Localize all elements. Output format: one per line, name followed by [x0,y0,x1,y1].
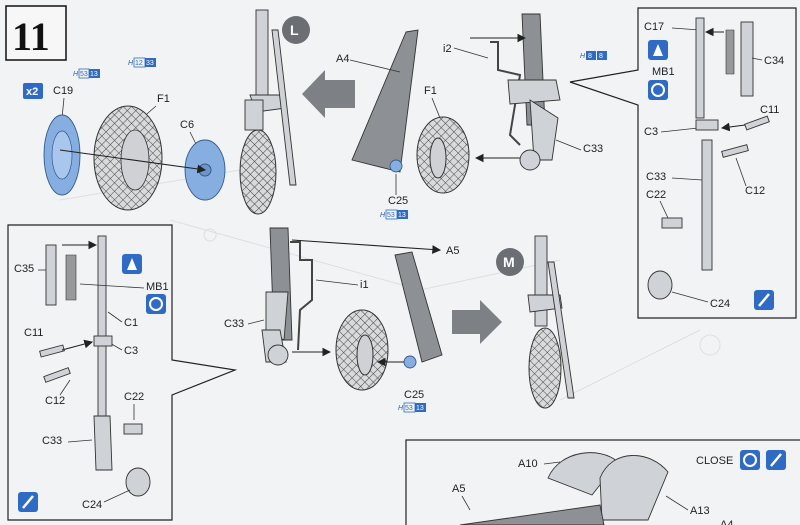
label-a4: A4 [336,53,349,65]
paint-code: 12 [135,60,143,67]
paint-ref-c25-mid: H 53 13 [398,402,426,413]
label-f1-center: F1 [424,85,437,97]
label-c33-mid: C33 [224,318,244,330]
spring-c34 [725,29,735,75]
label-c33-right: C33 [646,171,666,183]
label-c33-left: C33 [42,435,62,447]
paint-brush-icon [754,290,774,310]
direction-arrow-right [452,300,502,344]
paint-code: 13 [416,405,424,412]
direction-arrow-left [302,70,355,118]
label-a5-close: A5 [452,483,465,495]
step-number-box: 11 [5,5,67,61]
paint-code: 53 [387,212,395,219]
label-c19: C19 [53,85,73,97]
paint-code: 53 [405,405,413,412]
cement-icon [122,254,142,274]
gear-assembled-m [527,235,575,409]
label-c12-bottom: C12 [45,395,65,407]
fairing-a4: A4 [336,29,419,173]
paint-ref-f1: H 12 33 [128,57,156,68]
step-number: 11 [12,14,50,59]
optional-part-icon [740,450,760,470]
paint-code: 53 [80,71,88,78]
paint-code: 8 [599,53,603,60]
label-mb1-top: MB1 [652,66,675,78]
svg-text:H: H [580,53,586,60]
label-c11-bottom: C11 [24,327,43,339]
wheel-exploded-group: x2 H 53 13 H 12 33 C19 F1 C6 [23,57,226,211]
label-a5-mid: A5 [446,245,459,257]
label-c12-top: C12 [745,185,765,197]
paint-code: 8 [588,53,592,60]
label-f1: F1 [157,93,170,105]
label-i2: i2 [443,43,452,55]
label-i1: i1 [360,279,369,291]
label-c35: C35 [14,263,34,275]
label-a10: A10 [518,458,538,470]
view-m-label: M [503,254,515,270]
optional-part-icon [648,80,668,100]
paint-ref-c19: H 53 13 [73,68,100,79]
label-c24-top: C24 [710,298,730,310]
label-c3-top: C3 [644,126,658,138]
detail-box-bottom-left: C35 MB1 C1 C11 C3 C12 C22 C33 [7,224,238,521]
view-m-marker: M [496,248,524,276]
label-c17: C17 [644,21,664,33]
close-label: CLOSE [696,455,733,467]
label-mb1-bottom: MB1 [146,281,169,293]
label-c22-bottom: C22 [124,391,144,403]
cement-icon [648,40,668,60]
svg-text:H: H [398,405,404,412]
svg-text:H: H [380,212,386,219]
paint-code: 13 [398,212,406,219]
label-c6: C6 [180,119,194,131]
paint-ref-c25-top: H 53 13 [380,209,408,220]
paint-brush-icon [766,450,786,470]
label-c11-top: C11 [760,104,779,116]
gear-assembled-l [239,9,297,215]
gear-exploded-center: i2 H 8 8 F1 C33 C25 H 53 13 [380,13,607,220]
multiplier-text: x2 [26,86,38,98]
svg-text:H: H [128,60,134,67]
label-c24-bottom: C24 [82,499,102,511]
label-c25-mid: C25 [404,389,424,401]
detail-box-top-right: C17 MB1 C34 C3 C11 C33 C12 C22 C24 [569,7,797,319]
optional-part-icon [146,294,166,314]
label-c3-bottom: C3 [124,345,138,357]
multiplier-badge [23,83,43,99]
label-a13: A13 [690,505,710,517]
paint-code: 13 [90,71,98,78]
label-c22-top: C22 [646,189,666,201]
view-l-marker: L [282,16,310,44]
paint-code: 33 [146,60,154,67]
view-l-label: L [290,22,299,38]
close-detail-box: CLOSE A10 A5 A13 A4 [405,439,800,525]
label-c25-top: C25 [388,195,408,207]
paint-brush-icon [18,492,38,512]
label-c33-top: C33 [583,143,603,155]
svg-text:H: H [73,71,79,78]
label-a4-close: A4 [720,519,733,525]
gear-exploded-middle: A5 i1 C33 C25 H 53 13 [224,227,459,413]
label-c1: C1 [124,317,138,329]
label-c34: C34 [764,55,784,67]
